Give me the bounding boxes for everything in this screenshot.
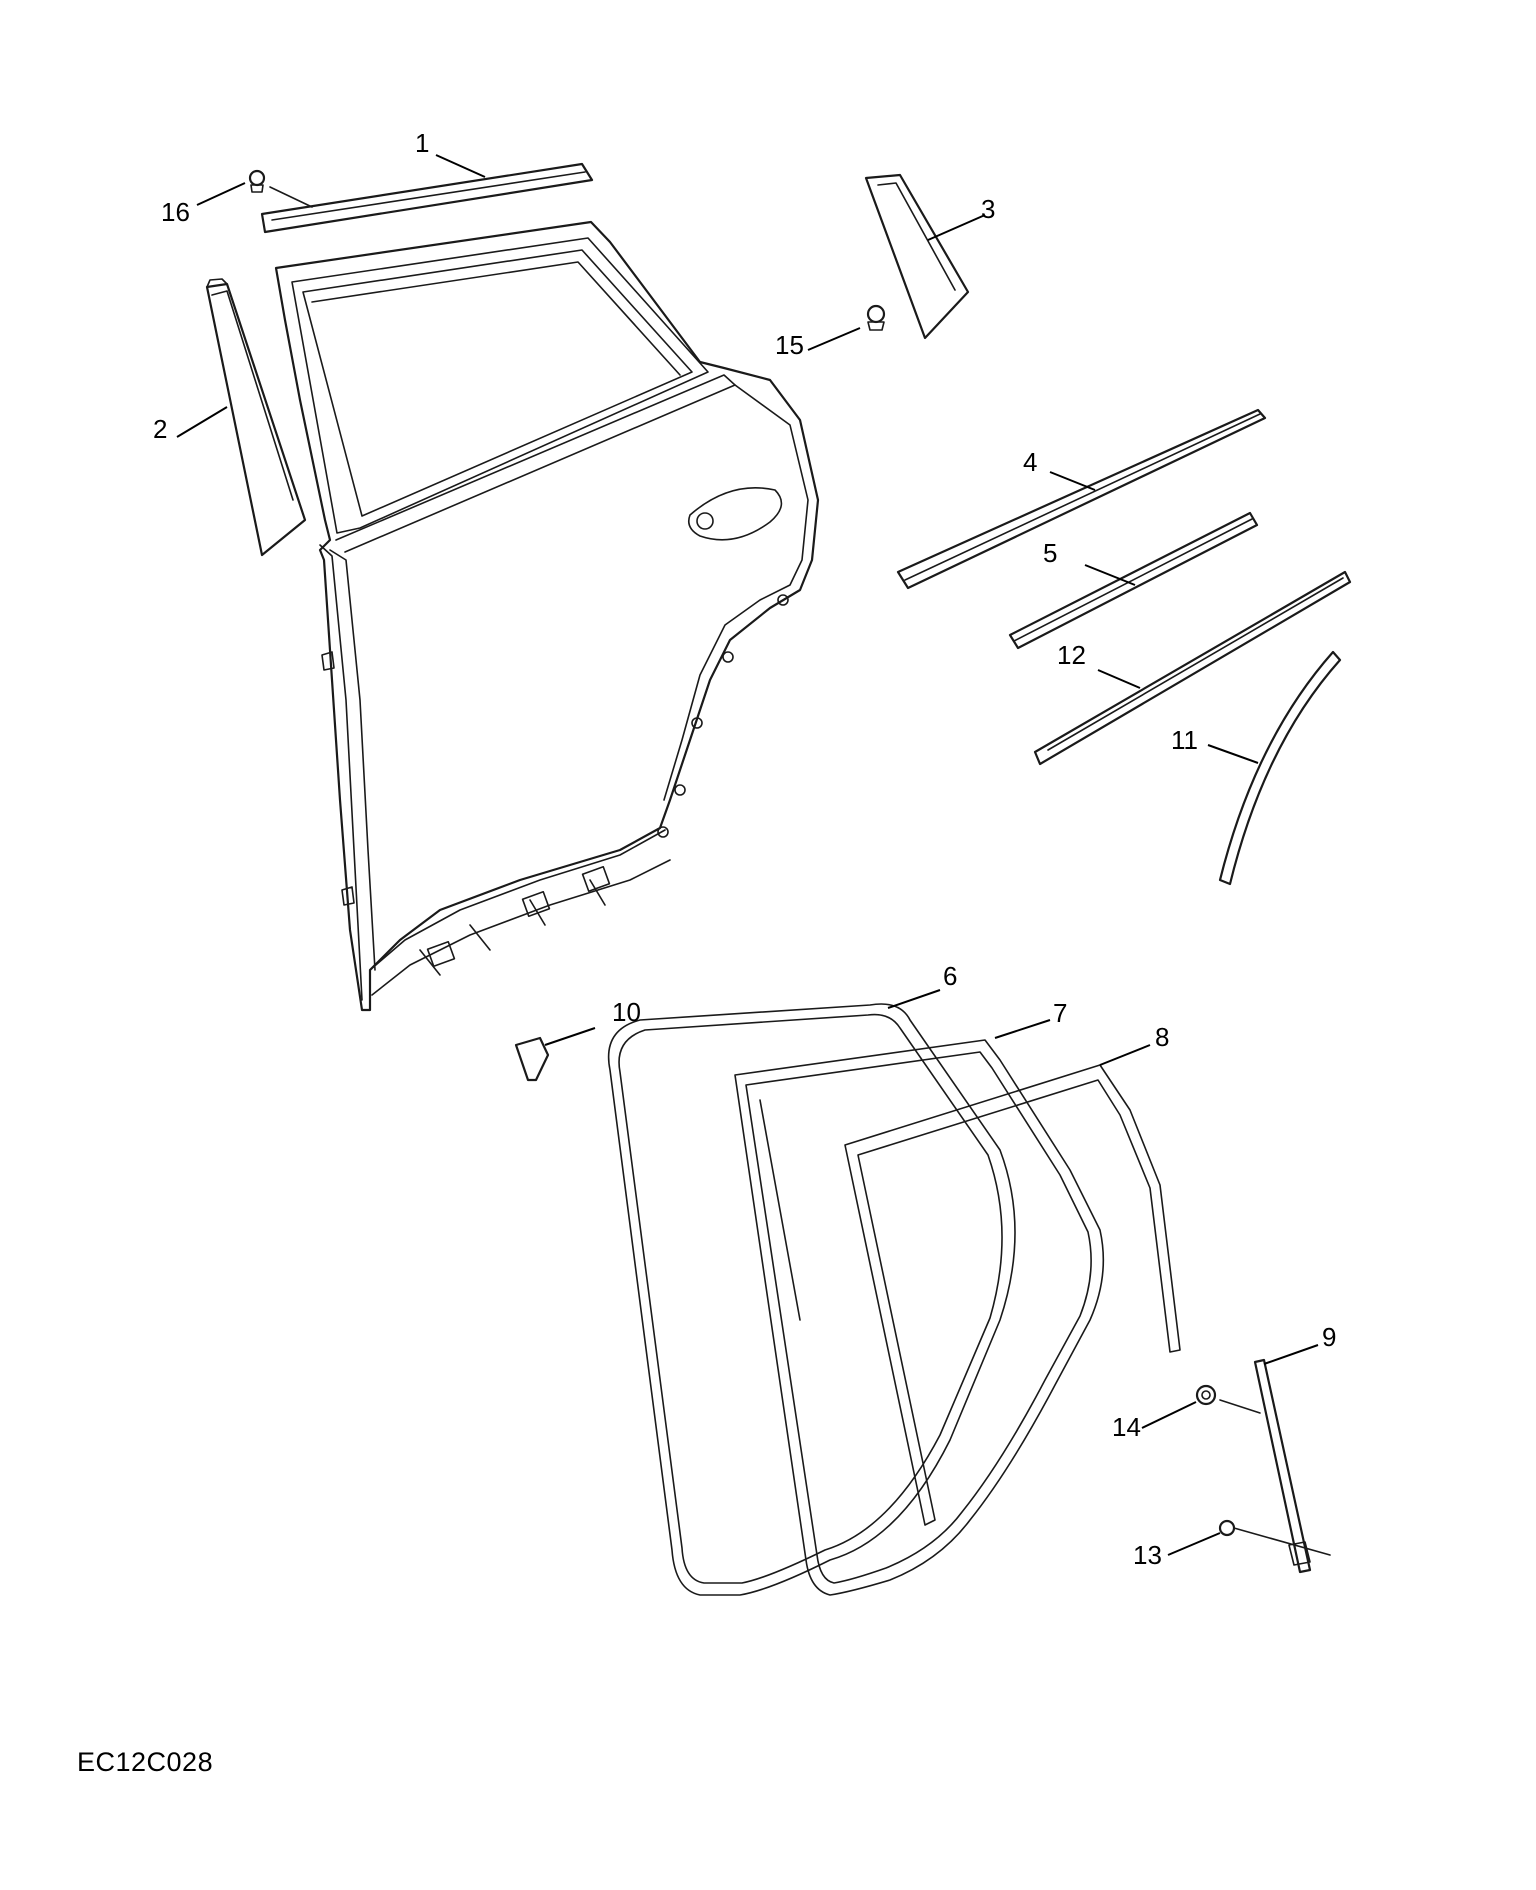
part-4-belt-weatherstrip: [896, 408, 1267, 590]
callout-5: 5: [1043, 538, 1057, 568]
callout-1: 1: [415, 128, 429, 158]
part-16-clip: [248, 169, 313, 208]
callout-9: 9: [1322, 1322, 1336, 1352]
callout-15: 15: [775, 330, 804, 360]
callout-11: 11: [1171, 725, 1198, 755]
leader-lines: [176, 154, 1319, 1556]
part-15-clip: [866, 304, 886, 331]
part-1-upper-moulding: [260, 162, 594, 234]
part-12-channel-strip: [1033, 570, 1352, 766]
callout-6: 6: [943, 961, 957, 991]
part-10-bracket: [514, 1036, 550, 1082]
callout-13: 13: [1133, 1540, 1162, 1570]
part-11-curved-channel: [1218, 650, 1342, 886]
part-2-pillar-applique: [205, 278, 307, 557]
callout-3: 3: [981, 194, 995, 224]
part-3-corner-applique: [864, 173, 970, 340]
part-6-door-weatherstrip: [607, 1003, 1016, 1596]
part-7-glass-run-frame: [734, 1039, 1105, 1596]
part-5-inner-belt-seal: [1008, 511, 1259, 650]
callout-10: 10: [612, 997, 641, 1027]
part-14-grommet: [1195, 1384, 1261, 1414]
callout-12: 12: [1057, 640, 1086, 670]
callout-2: 2: [153, 414, 167, 444]
callout-8: 8: [1155, 1022, 1169, 1052]
callout-4: 4: [1023, 447, 1037, 477]
callout-labels: 1 2 3 4 5 6 7 8 9 10 11 12 13 14 15 16: [153, 128, 1336, 1570]
callout-14: 14: [1112, 1412, 1141, 1442]
callout-7: 7: [1053, 998, 1067, 1028]
part-8-window-frame-seal: [844, 1064, 1181, 1526]
part-9-window-channel: [1253, 1358, 1312, 1574]
rear-door-shell: [274, 220, 820, 1012]
callout-16: 16: [161, 197, 190, 227]
part-13-bolt: [1218, 1519, 1331, 1556]
figure-code: EC12C028: [77, 1747, 214, 1777]
